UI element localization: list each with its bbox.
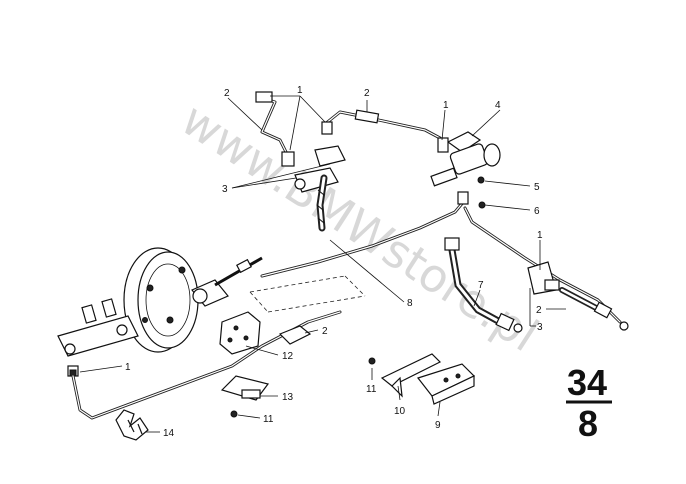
section-number: 34 8	[566, 362, 612, 444]
brake-pipe-middle	[249, 198, 467, 313]
callout-9: 9	[435, 420, 441, 431]
callout-2: 2	[224, 88, 230, 99]
callout-4: 4	[495, 100, 501, 111]
callout-10: 10	[394, 406, 406, 417]
callout-3: 3	[222, 184, 228, 195]
section-sub-group: 8	[578, 403, 598, 444]
brake-pipe-lower	[71, 310, 342, 420]
callout-1: 1	[125, 362, 131, 373]
callout-8: 8	[407, 298, 413, 309]
callout-6: 6	[534, 206, 540, 217]
callout-7: 7	[478, 280, 484, 291]
brake-booster	[123, 247, 263, 353]
callout-12: 12	[282, 351, 294, 362]
junction-block	[219, 311, 312, 355]
callout-2: 2	[364, 88, 370, 99]
callout-labels: 1 2 2 1 4 3 5 6 1 7 8 2 3 2 12 1 11 13 1…	[125, 85, 543, 439]
pipe-clip	[115, 409, 149, 441]
callout-3: 3	[537, 322, 543, 333]
flexible-brake-hose	[316, 174, 328, 232]
brake-hose-upper-left	[255, 91, 346, 193]
callout-1: 1	[443, 100, 449, 111]
callout-1: 1	[537, 230, 543, 241]
leader-lines	[79, 95, 566, 433]
bracket-right	[368, 353, 476, 405]
callout-1: 1	[297, 85, 303, 96]
callout-13: 13	[282, 392, 294, 403]
callout-2: 2	[322, 326, 328, 337]
callout-5: 5	[534, 182, 540, 193]
callout-2: 2	[536, 305, 542, 316]
callout-14: 14	[163, 428, 175, 439]
brake-pressure-regulator	[430, 131, 501, 209]
brake-hose-right	[527, 261, 629, 331]
bracket-left	[220, 375, 270, 418]
callout-11: 11	[366, 384, 377, 395]
brake-pipe-upper	[323, 109, 444, 150]
section-main-group: 34	[567, 362, 607, 403]
callout-11: 11	[263, 414, 274, 425]
